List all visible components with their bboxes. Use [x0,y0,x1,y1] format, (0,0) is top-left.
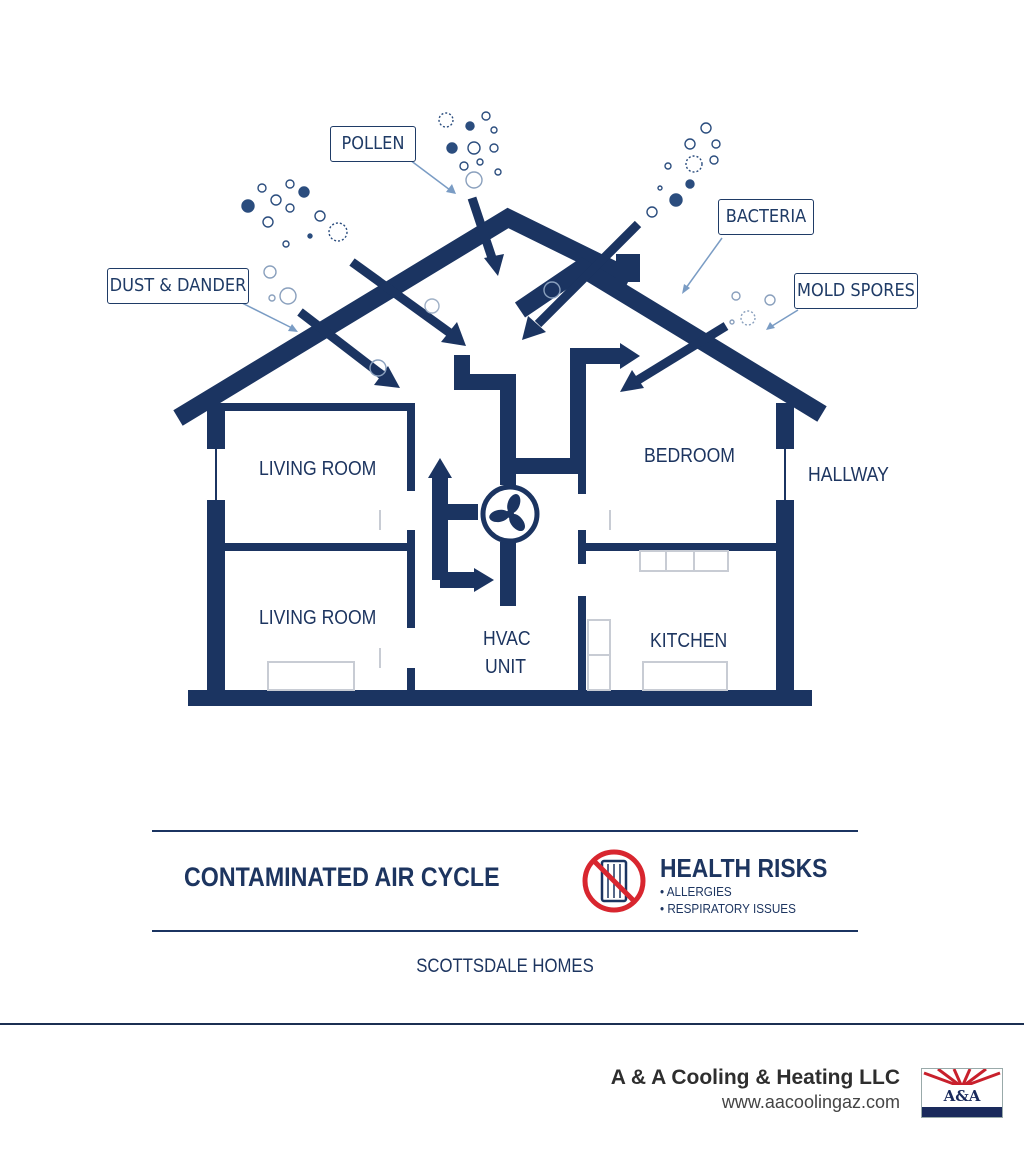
hvac-label-line2: UNIT [485,656,527,678]
company-name: A & A Cooling & Heating LLC [610,1066,900,1089]
particles-pollen [438,111,502,189]
callout-dust-dander: DUST & DANDER [107,268,249,304]
duct-arrowheads [428,343,640,592]
right-inner-wall-2 [578,530,586,564]
duct-arrow-right [474,568,494,592]
filter-prohibited-icon [582,849,646,913]
furniture [267,550,729,691]
logo-text: A&A [943,1087,981,1105]
arrow-pollen [467,196,497,260]
roof [173,207,827,426]
walls [188,403,812,706]
duct-arrow-up [428,458,452,478]
left-inner-wall-2 [407,530,415,628]
left-inner-wall-3 [407,668,415,692]
legend-subtitle: SCOTTSDALE HOMES [416,956,594,977]
right-inner-wall [578,468,586,494]
health-risk-item: • RESPIRATORY ISSUES [660,901,796,916]
health-risk-item: • ALLERGIES [660,884,732,899]
room-label-living-room-lower: LIVING ROOM [259,607,377,629]
ductwork [432,348,622,606]
room-label-bedroom: BEDROOM [644,445,735,467]
roof-right-ridge [514,257,827,422]
contaminant-arrowheads [374,254,644,392]
callout-bacteria: BACTERIA [718,199,814,235]
arrow-mold [635,322,729,384]
wall-thin-lines [215,449,786,500]
roof-left-ridge [173,207,634,426]
wall-left-bottom [207,500,225,696]
duct-arrow-bedroom [620,343,640,369]
health-risks-title: HEALTH RISKS [660,853,828,883]
logo-sunburst-icon [923,1069,1001,1089]
company-url: www.aacoolingaz.com [721,1092,900,1112]
sofa [267,661,355,691]
arrow-dust [297,308,385,379]
particles-mold [729,291,776,326]
legend-rules [152,830,858,932]
left-ceiling [207,403,415,411]
room-label-hallway: HALLWAY [808,464,889,486]
arrow-bacteria [534,220,642,328]
right-partition-floor [586,543,776,551]
duct-main [454,348,622,474]
cabinets [639,550,729,572]
counter [642,661,728,691]
floor [188,690,812,706]
footer-divider [0,1023,1024,1025]
chimney [616,254,640,282]
legend-title: CONTAMINATED AIR CYCLE [184,862,500,892]
wall-right-bottom [776,500,794,696]
room-label-living-room-upper: LIVING ROOM [259,458,377,480]
callout-pollen: POLLEN [330,126,416,162]
company-logo: A&A [921,1068,1003,1118]
callout-mold-spores: MOLD SPORES [794,273,918,309]
left-partition-floor [225,543,415,551]
callout-pointer-heads [288,184,775,332]
left-inner-wall [407,403,415,491]
arrow-left-center [349,258,453,337]
right-inner-wall-3 [578,596,586,692]
hvac-label-line1: HVAC [483,628,531,650]
fan-icon [480,484,540,544]
callout-pointers [239,159,799,329]
contaminant-arrows [297,196,729,384]
wall-right-top [776,403,794,449]
wall-left-top [207,403,225,449]
particles-dust [241,179,440,377]
door-gaps [379,510,611,668]
room-label-kitchen: KITCHEN [650,630,728,652]
particles-bacteria [543,122,721,299]
